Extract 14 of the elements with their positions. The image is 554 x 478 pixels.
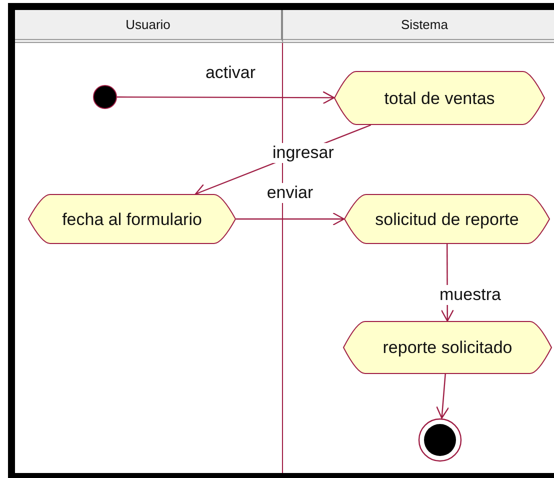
arrow — [117, 91, 335, 104]
start-node — [93, 85, 117, 109]
action-node: reporte solicitado — [343, 321, 552, 374]
action-node: fecha al formulario — [28, 194, 236, 244]
lane-title: Sistema — [283, 10, 554, 43]
arrow — [236, 212, 345, 226]
edge-label: ingresar — [272, 142, 335, 162]
end-node — [418, 418, 462, 462]
arrow — [436, 374, 450, 419]
lane-title: Usuario — [15, 10, 283, 43]
edge-label: enviar — [266, 183, 314, 203]
edge-label: muestra — [438, 284, 502, 304]
action-node: solicitud de reporte — [344, 194, 550, 244]
action-node: total de ventas — [334, 71, 545, 125]
